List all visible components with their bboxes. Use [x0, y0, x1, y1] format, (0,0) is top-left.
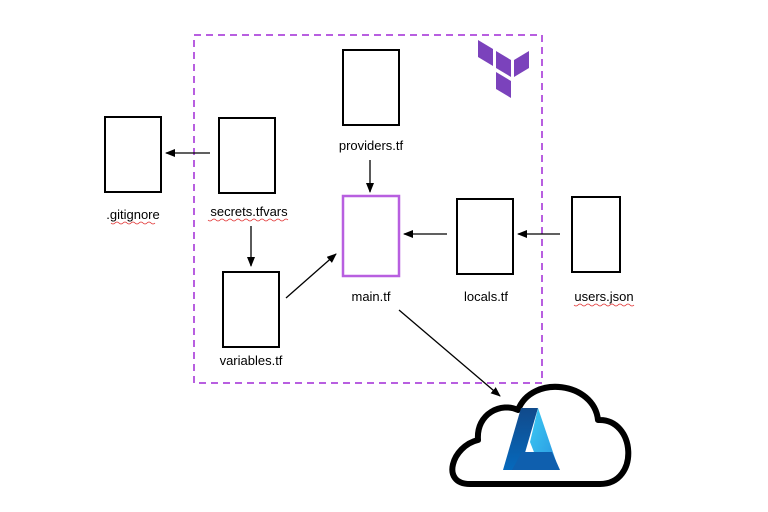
azure-cloud-icon [449, 383, 632, 487]
file-label: secrets.tfvars [210, 204, 288, 219]
edge-variables-to-main [285, 253, 337, 299]
spellcheck-underline [110, 221, 156, 225]
file-icon [218, 117, 276, 194]
file-users: users.json [571, 196, 635, 307]
file-label: main.tf [351, 289, 390, 304]
file-label: providers.tf [339, 138, 404, 153]
terraform-workspace-boundary [193, 34, 543, 384]
spellcheck-underline [573, 303, 635, 307]
terraform-logo-icon [478, 40, 529, 98]
file-label: locals.tf [464, 289, 508, 304]
file-icon [456, 198, 514, 275]
file-icon [222, 271, 280, 348]
file-icon [571, 196, 621, 273]
file-gitignore: .gitignore [104, 116, 162, 225]
file-label: variables.tf [220, 353, 283, 368]
file-providers: providers.tf [339, 49, 404, 153]
file-variables: variables.tf [220, 271, 283, 368]
azure-logo-icon [503, 408, 560, 470]
file-main: main.tf [341, 194, 401, 304]
edge-main-to-azure [398, 309, 501, 397]
file-label: .gitignore [106, 207, 159, 222]
file-locals: locals.tf [456, 198, 514, 304]
spellcheck-underline [207, 218, 289, 222]
file-secrets: secrets.tfvars [207, 117, 289, 222]
file-label: users.json [574, 289, 633, 304]
file-icon [342, 49, 400, 126]
file-icon [104, 116, 162, 193]
edges [165, 149, 560, 397]
file-icon [341, 194, 401, 278]
